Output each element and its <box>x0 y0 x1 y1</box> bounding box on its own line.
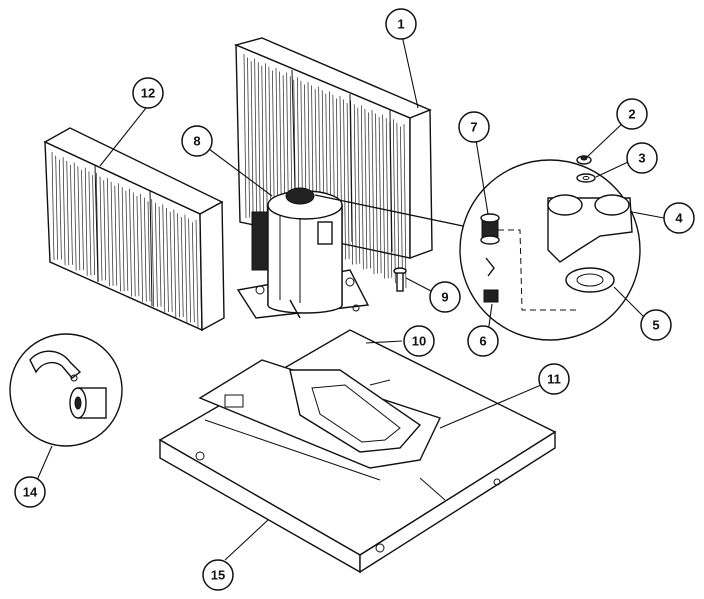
detail-inset <box>459 155 641 341</box>
svg-text:3: 3 <box>638 151 645 166</box>
clip <box>483 257 499 303</box>
compressor <box>251 187 343 319</box>
callout-10: 10 <box>403 325 435 357</box>
svg-text:10: 10 <box>412 334 426 349</box>
callout-1: 1 <box>385 8 417 40</box>
svg-text:2: 2 <box>628 107 635 122</box>
evaporator-coil <box>43 127 225 332</box>
callout-11: 11 <box>538 363 570 395</box>
callout-2: 2 <box>616 98 648 130</box>
svg-text:7: 7 <box>470 120 477 135</box>
svg-text:1: 1 <box>397 17 404 32</box>
callout-12: 12 <box>132 77 164 109</box>
nut <box>576 155 592 165</box>
callout-8: 8 <box>181 125 213 157</box>
support-hardware-inset <box>9 333 123 447</box>
leader-lines <box>33 30 665 561</box>
svg-text:5: 5 <box>652 318 659 333</box>
svg-text:6: 6 <box>479 334 486 349</box>
evaporator-fins <box>51 151 199 329</box>
callout-7: 7 <box>458 111 490 143</box>
gasket <box>565 267 615 293</box>
svg-text:11: 11 <box>547 372 561 387</box>
washer <box>576 173 596 183</box>
svg-text:8: 8 <box>193 134 200 149</box>
svg-text:15: 15 <box>211 568 225 583</box>
svg-text:12: 12 <box>141 86 155 101</box>
callout-6: 6 <box>467 325 499 357</box>
callout-3: 3 <box>626 142 658 174</box>
callout-4: 4 <box>663 202 695 234</box>
svg-text:4: 4 <box>675 211 683 226</box>
callout-5: 5 <box>640 309 672 341</box>
svg-text:14: 14 <box>23 485 38 500</box>
screw <box>393 267 407 292</box>
callout-14: 14 <box>14 476 46 508</box>
svg-text:9: 9 <box>441 290 448 305</box>
drain-pan-bracket <box>198 359 446 501</box>
grommet <box>480 213 500 245</box>
callout-9: 9 <box>429 281 461 313</box>
callout-15: 15 <box>202 559 234 591</box>
terminal-cover <box>547 194 633 263</box>
